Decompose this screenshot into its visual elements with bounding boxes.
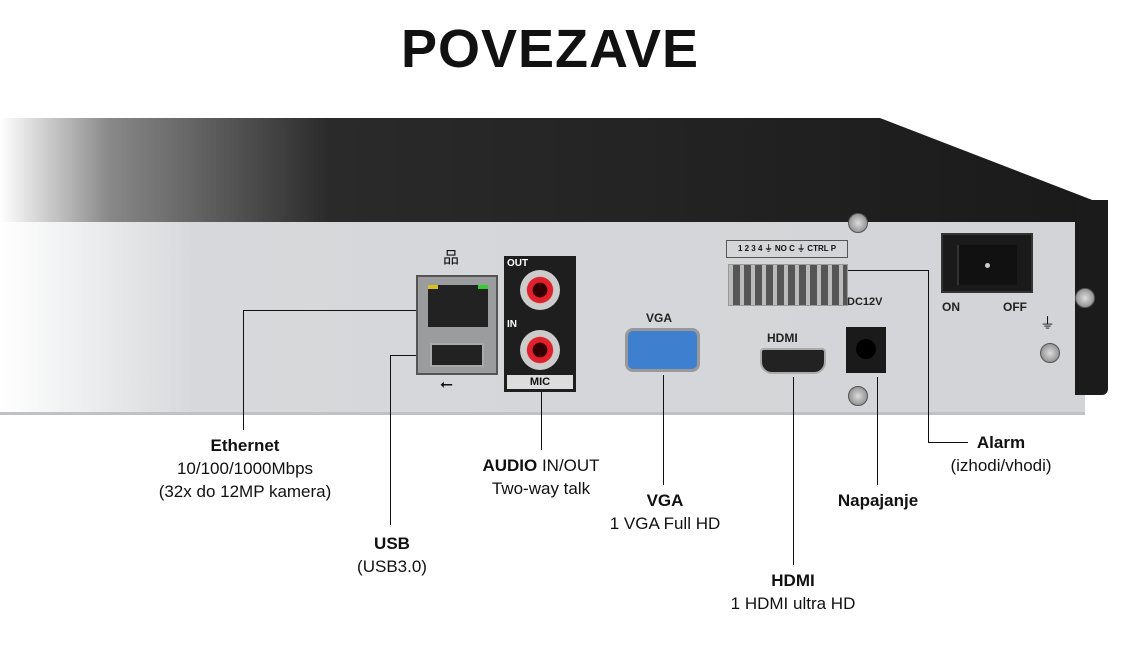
vga-callout: VGA 1 VGA Full HD xyxy=(610,489,721,535)
lan-usb-block xyxy=(416,275,498,375)
dc-jack-hole xyxy=(856,339,876,359)
callout-title-rest: IN/OUT xyxy=(537,456,600,475)
power-switch xyxy=(941,233,1033,293)
callout-title: VGA xyxy=(646,491,684,510)
screw-icon xyxy=(848,213,868,233)
alarm-leader xyxy=(928,442,968,443)
callout-text: (USB3.0) xyxy=(357,557,427,576)
hdmi-leader xyxy=(793,377,794,565)
audio-in-label: IN xyxy=(507,319,517,330)
audio-out-jack xyxy=(520,270,560,310)
audio-leader xyxy=(541,392,542,450)
vga-port xyxy=(625,328,700,372)
ethernet-port xyxy=(428,285,488,327)
alarm-pin-labels: 1 2 3 4 ⏚ NO C ⏚ CTRL P xyxy=(726,240,848,258)
callout-text: 1 HDMI ultra HD xyxy=(730,594,856,613)
ethernet-callout: Ethernet 10/100/1000Mbps (32x do 12MP ka… xyxy=(159,434,332,503)
screw-icon xyxy=(1075,288,1095,308)
callout-title: AUDIO xyxy=(482,456,538,475)
audio-in-jack xyxy=(520,330,560,370)
ground-icon: ⏚ xyxy=(1040,315,1056,332)
usb-port xyxy=(430,343,484,367)
ethernet-led-yellow xyxy=(428,285,438,289)
power-leader xyxy=(877,377,878,485)
callout-text: (izhodi/vhodi) xyxy=(950,456,1052,475)
callout-title: Alarm xyxy=(976,433,1026,452)
usb-leader xyxy=(390,355,416,356)
ethernet-led-green xyxy=(478,285,488,289)
callout-text: (32x do 12MP kamera) xyxy=(158,482,332,501)
switch-off-label: OFF xyxy=(1003,300,1027,314)
usb-icon: ⭠ xyxy=(440,376,453,393)
switch-rocker xyxy=(957,245,1017,285)
page-title: POVEZAVE xyxy=(400,19,700,79)
power-callout: Napajanje xyxy=(838,489,918,512)
usb-leader xyxy=(390,355,391,525)
vga-leader xyxy=(663,375,664,485)
callout-text: Two-way talk xyxy=(491,479,591,498)
dc-power-jack xyxy=(846,327,886,373)
mic-label: MIC xyxy=(507,375,573,389)
usb-callout: USB (USB3.0) xyxy=(357,532,427,578)
device-top xyxy=(0,118,1100,223)
hdmi-port xyxy=(760,348,826,374)
audio-callout: AUDIO IN/OUT Two-way talk xyxy=(482,454,599,500)
screw-icon xyxy=(1040,343,1060,363)
alarm-leader xyxy=(848,270,928,271)
audio-out-label: OUT xyxy=(507,258,529,269)
callout-title: Ethernet xyxy=(210,436,280,455)
switch-dot xyxy=(985,263,990,268)
ethernet-leader xyxy=(243,310,416,311)
dc-label: DC12V xyxy=(847,296,883,308)
hdmi-callout: HDMI 1 HDMI ultra HD xyxy=(731,569,856,615)
callout-title: HDMI xyxy=(771,571,815,590)
switch-on-label: ON xyxy=(942,300,960,314)
network-icon: 品 xyxy=(443,250,460,267)
audio-block: OUT IN MIC xyxy=(504,256,576,392)
callout-text: 10/100/1000Mbps xyxy=(176,459,314,478)
hdmi-label: HDMI xyxy=(767,331,798,345)
ethernet-leader xyxy=(243,310,244,430)
alarm-terminal xyxy=(728,264,848,306)
callout-title: USB xyxy=(374,534,410,553)
vga-label: VGA xyxy=(646,311,673,325)
callout-title: Napajanje xyxy=(837,491,919,510)
alarm-leader xyxy=(928,270,929,442)
alarm-callout: Alarm (izhodi/vhodi) xyxy=(950,431,1051,477)
callout-text: 1 VGA Full HD xyxy=(609,514,721,533)
screw-icon xyxy=(848,386,868,406)
